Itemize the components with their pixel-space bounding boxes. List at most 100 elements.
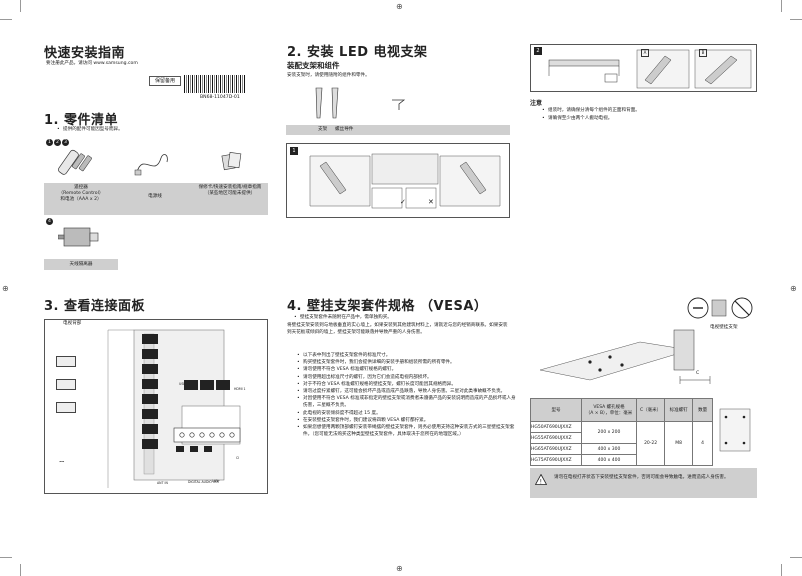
table-header-c: C（毫米）	[636, 398, 666, 422]
registration-mark-icon: ⊕	[790, 284, 797, 293]
model-cell: HG50AT690UJXXZ	[530, 421, 582, 433]
remote-control-icon	[58, 149, 92, 175]
device-icon	[56, 402, 76, 413]
documents-icon	[221, 152, 242, 171]
vesa-guideline-item: 请勿使用不符合 VESA 标准螺钉规格的螺钉。	[297, 366, 518, 373]
vesa-guideline-item: 请勿过度拧紧螺钉，这可能会损坏产品或造成产品跌落，导致人身伤害。三星对此类事故概…	[297, 388, 518, 395]
guide-title: 快速安装指南	[44, 46, 126, 61]
notes-list: 组装时，请确保分清每个组件的正面和背面。 请确保至少由两个人搬动电视。	[541, 107, 640, 122]
crop-mark	[0, 557, 12, 558]
vesa-guideline-item: 请勿使用超出标准尺寸的螺钉，因为它们会造成电视内部损坏。	[297, 374, 518, 381]
table-header-screw: 标准螺钉	[664, 398, 694, 422]
tv-rear-caption: 电视背部	[63, 321, 82, 326]
section3-title: 3. 查看连接面板	[44, 299, 146, 314]
port-slot	[142, 409, 158, 419]
port-label-hdmi1: HDMI 1	[234, 387, 246, 391]
crop-mark	[20, 564, 21, 576]
parts-header-stand: 支架	[318, 127, 328, 132]
device-icon	[56, 356, 76, 367]
wifi-icon: ⌔	[58, 459, 66, 468]
parts-label-row	[44, 183, 268, 215]
table-header-qty: 数量	[692, 398, 713, 422]
dimension-c-label: C	[696, 371, 700, 376]
crop-mark	[0, 19, 12, 20]
vesa-guidelines-list: 以下表中列出了壁挂支架套件的标准尺寸。 购买壁挂支架套件时，我们会提供详细的安装…	[296, 352, 518, 438]
table-header-row: 型号 VESA 螺孔规格 （A × B），单位：毫米 C（毫米） 标准螺钉 数量	[530, 398, 713, 422]
crop-mark	[790, 19, 802, 20]
warning-text: 请勿在电视打开状态下安装壁挂支架套件，否则可能会导致触电，进而造成人身伤害。	[554, 475, 729, 480]
port-slot	[142, 439, 158, 449]
stand-step1-diagram	[286, 143, 510, 218]
svg-text:!: !	[540, 478, 542, 485]
section2-title: 2. 安装 LED 电视支架	[287, 45, 428, 60]
section1-note-item: 提供的配件可能因型号而异。	[57, 127, 123, 133]
wall-mount-label: 电视壁挂支架	[710, 325, 738, 330]
note-item: 请确保至少由两个人搬动电视。	[542, 115, 640, 123]
vesa-guideline-item: 如果您想使用两颗顶部螺钉安装带绳摆的壁挂支架套件，则务必使用支持这种安装方式的三…	[297, 424, 518, 438]
registration-mark-icon: ⊕	[396, 2, 403, 11]
stand-step2-diagram	[530, 44, 757, 92]
warning-icon: !	[535, 474, 547, 485]
item-badge: 4	[46, 218, 53, 225]
table-row: HG65AT690UJXXZ 400 x 300	[530, 443, 713, 455]
vesa-guideline-item: 壁挂支架套件未随附在产品中，需单独购买。	[294, 314, 518, 321]
registration-mark-icon: ⊕	[396, 564, 403, 573]
port-label-lan: LAN	[212, 479, 219, 483]
register-note: 要注册此产品，请访问 www.samsung.com	[46, 61, 138, 66]
stand-assembly-illustration: ✓ ✕	[309, 153, 501, 209]
port-label-usb: USB	[179, 382, 186, 386]
part-label-remote: 遥控器 （Remote Control） 和电池（AAA x 2）	[58, 185, 104, 203]
power-cord-icon	[134, 154, 168, 176]
crop-mark	[790, 557, 802, 558]
registration-mark-icon: ⊕	[2, 284, 9, 293]
svg-text:✕: ✕	[428, 198, 434, 206]
connection-panel-diagram	[44, 319, 268, 494]
step-badge: 2	[534, 47, 542, 55]
stand-intro: 安装支架时，请使用随附的组件和零件。	[287, 73, 370, 78]
table-header-model: 型号	[530, 398, 582, 422]
vesa-spec-table: 型号 VESA 螺孔规格 （A × B），单位：毫米 C（毫米） 标准螺钉 数量…	[530, 398, 713, 466]
vesa-hole-pattern-icon	[719, 408, 751, 452]
section1-title: 1. 零件清单	[44, 113, 119, 128]
port-slot	[142, 349, 158, 359]
port-slot	[142, 379, 158, 389]
port-label-ci: CI	[236, 456, 240, 460]
part-number: BN68-11047D-01	[200, 95, 240, 100]
device-icon	[56, 379, 76, 390]
port-slot	[142, 364, 158, 374]
parts-header-row	[286, 125, 510, 135]
item-badge: 2	[54, 139, 61, 146]
screw-check-icon	[687, 297, 753, 319]
vesa-cell: 400 x 400	[580, 454, 638, 466]
table-header-vesa: VESA 螺孔规格 （A × B），单位：毫米	[580, 398, 638, 422]
port-label-audio: DIGITAL AUDIO OUT	[188, 480, 220, 484]
vesa-guidelines: 壁挂支架套件未随附在产品中，需单独购买。	[293, 314, 518, 321]
part-label-antenna-isolator: 天线隔离器	[44, 259, 118, 270]
screw-cell: M8	[664, 421, 694, 466]
parts-header-screw-guide: 螺丝导件	[335, 127, 354, 132]
table-row: HG50AT690UJXXZ 200 x 200 20-22 M8 4	[530, 421, 713, 466]
item-badges: 1 2 3	[46, 139, 69, 146]
sub-step-badge: B	[699, 49, 707, 57]
keep-tag: 保留备用	[149, 76, 181, 86]
qty-cell: 4	[692, 421, 713, 466]
section1-note: 提供的配件可能因型号而异。	[56, 127, 123, 133]
part-label-power-cord: 电源线	[148, 194, 162, 199]
port-label-ant: ANT IN	[157, 481, 168, 485]
vesa-guideline-item: 对于不符合 VESA 标准螺钉规格的壁挂支架，螺钉长度可能因其规格而异。	[297, 381, 518, 388]
table-row: HG75AT690UJXXZ 400 x 400	[530, 454, 713, 466]
crop-mark	[20, 0, 21, 12]
wall-mount-illustration	[539, 329, 711, 384]
warning-box	[530, 468, 757, 498]
stand-step2-illustration	[548, 49, 752, 89]
vesa-guideline-item: 购买壁挂支架套件时，我们会提供详细的安装手册和组装所需的所有零件。	[297, 359, 518, 366]
item-badge: 3	[62, 139, 69, 146]
vesa-guideline-item: 对因使用不符合 VESA 标准或非指定的壁挂支架或消费者未遵循产品的安装说明而造…	[297, 395, 518, 409]
stand-subtitle: 装配支架和组件	[287, 61, 340, 70]
item-badge: 1	[46, 139, 53, 146]
note-title: 注意	[530, 100, 543, 107]
model-cell: HG65AT690UJXXZ	[530, 443, 582, 455]
vesa-guideline-item: 此电视的安装倾斜度不得超过 15 度。	[297, 410, 518, 417]
port-slot	[142, 424, 158, 434]
port-column	[142, 334, 158, 482]
